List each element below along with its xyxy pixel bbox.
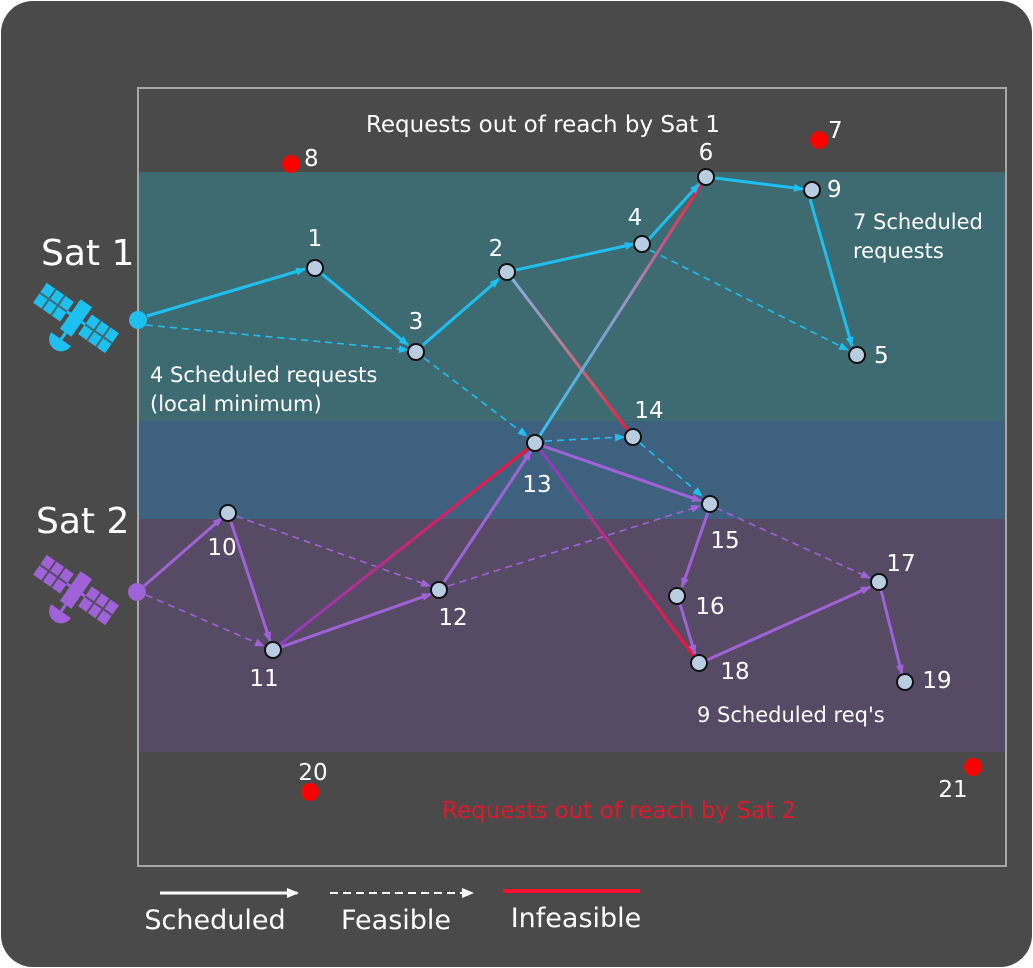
- edge-16-18: [678, 603, 697, 655]
- feasible-edges: [145, 249, 871, 647]
- sat1-start-point: [129, 311, 147, 329]
- edge-1-3: [321, 272, 409, 347]
- request-label-3: 3: [409, 309, 424, 335]
- request-node-1: [306, 259, 324, 277]
- edge-10-12: [235, 515, 431, 587]
- edge-13-18: [533, 442, 701, 664]
- sat1-local-minimum-note-2: (local minimum): [150, 392, 322, 416]
- request-label-20: 20: [298, 760, 327, 786]
- request-label-9: 9: [827, 177, 842, 203]
- request-label-21: 21: [938, 777, 967, 803]
- top-out-of-reach-note: Requests out of reach by Sat 1: [366, 112, 720, 138]
- request-node-11: [264, 641, 282, 659]
- legend-feasible-label: Feasible: [341, 905, 451, 936]
- sat2-coverage-band: [139, 519, 1005, 752]
- request-node-15: [701, 495, 719, 513]
- sat1-local-minimum-note: 4 Scheduled requests: [150, 363, 377, 387]
- edge-17-19: [879, 589, 904, 675]
- request-nodes: [219, 168, 914, 691]
- request-label-5: 5: [874, 343, 889, 369]
- edge-3-13: [423, 357, 528, 437]
- request-node-16: [668, 587, 686, 605]
- edge-18-17: [706, 585, 871, 662]
- request-node-18: [690, 654, 708, 672]
- edge-13-6: [533, 176, 708, 444]
- overlap-band: [139, 421, 1005, 519]
- bottom-out-of-reach-note: Requests out of reach by Sat 2: [442, 798, 796, 824]
- request-node-20: [301, 783, 319, 801]
- satellite-icon-sat2: [33, 554, 119, 626]
- edge-13-15: [542, 444, 702, 503]
- edge-13-14: [544, 433, 625, 442]
- request-node-9: [803, 181, 821, 199]
- request-label-17: 17: [886, 551, 915, 577]
- edge-10-11: [229, 521, 272, 642]
- request-label-16: 16: [695, 594, 724, 620]
- edge-14-15: [639, 442, 703, 497]
- sat2-best-note: 9 Scheduled req's: [697, 703, 885, 727]
- request-label-15: 15: [710, 528, 739, 554]
- request-node-13: [526, 434, 544, 452]
- edge-15-16: [680, 511, 710, 588]
- request-label-18: 18: [720, 659, 749, 685]
- edge-11-13: [272, 441, 536, 652]
- edge-15-17: [715, 507, 871, 579]
- sat2-label: Sat 2: [36, 501, 129, 542]
- edge-sat2-10: [143, 516, 223, 588]
- request-node-6: [697, 168, 715, 186]
- request-node-7: [810, 131, 828, 149]
- plot-frame: [137, 87, 1007, 867]
- request-label-1: 1: [308, 226, 323, 252]
- sat1-label: Sat 1: [41, 233, 134, 274]
- out-of-reach-nodes: [282, 131, 982, 801]
- request-label-6: 6: [699, 140, 714, 166]
- request-node-10: [219, 504, 237, 522]
- request-label-4: 4: [628, 205, 643, 231]
- request-node-8: [282, 155, 300, 173]
- edge-4-6: [647, 182, 701, 241]
- scheduled-edges: [143, 176, 904, 675]
- edge-2-4: [515, 242, 635, 272]
- request-label-12: 12: [438, 605, 467, 631]
- request-node-3: [407, 343, 425, 361]
- request-node-4: [633, 235, 651, 253]
- sat1-best-note: 7 Scheduled: [853, 210, 983, 234]
- edge-6-9: [714, 176, 804, 192]
- edge-9-5: [808, 198, 854, 347]
- request-node-19: [896, 673, 914, 691]
- request-node-5: [848, 346, 866, 364]
- sat1-coverage-band: [139, 172, 1005, 421]
- request-node-17: [870, 573, 888, 591]
- sat1-best-note-2: requests: [853, 239, 944, 263]
- request-node-12: [430, 581, 448, 599]
- edge-sat1-1: [146, 267, 306, 318]
- sat2-start-point: [128, 583, 146, 601]
- request-label-2: 2: [489, 236, 504, 262]
- request-label-11: 11: [249, 666, 278, 692]
- legend: Scheduled Feasible Infeasible: [144, 888, 642, 936]
- request-label-8: 8: [304, 146, 319, 172]
- request-node-2: [498, 263, 516, 281]
- request-label-19: 19: [922, 668, 951, 694]
- legend-infeasible-label: Infeasible: [511, 903, 642, 934]
- edge-4-5: [649, 249, 849, 351]
- request-label-10: 10: [207, 535, 236, 561]
- edge-12-15: [447, 504, 701, 587]
- request-node-21: [964, 758, 982, 776]
- edge-11-12: [280, 592, 432, 649]
- edge-2-14: [505, 271, 635, 438]
- request-label-14: 14: [634, 398, 663, 424]
- satellite-icon-sat1: [33, 282, 119, 354]
- legend-scheduled-label: Scheduled: [144, 905, 285, 936]
- request-label-13: 13: [522, 472, 551, 498]
- request-node-14: [624, 428, 642, 446]
- edge-sat1-3: [145, 324, 409, 354]
- request-label-7: 7: [828, 118, 843, 144]
- edge-12-13: [442, 450, 533, 583]
- edge-sat2-11: [145, 594, 265, 647]
- infeasible-edges: [272, 176, 708, 664]
- edge-3-2: [422, 277, 500, 347]
